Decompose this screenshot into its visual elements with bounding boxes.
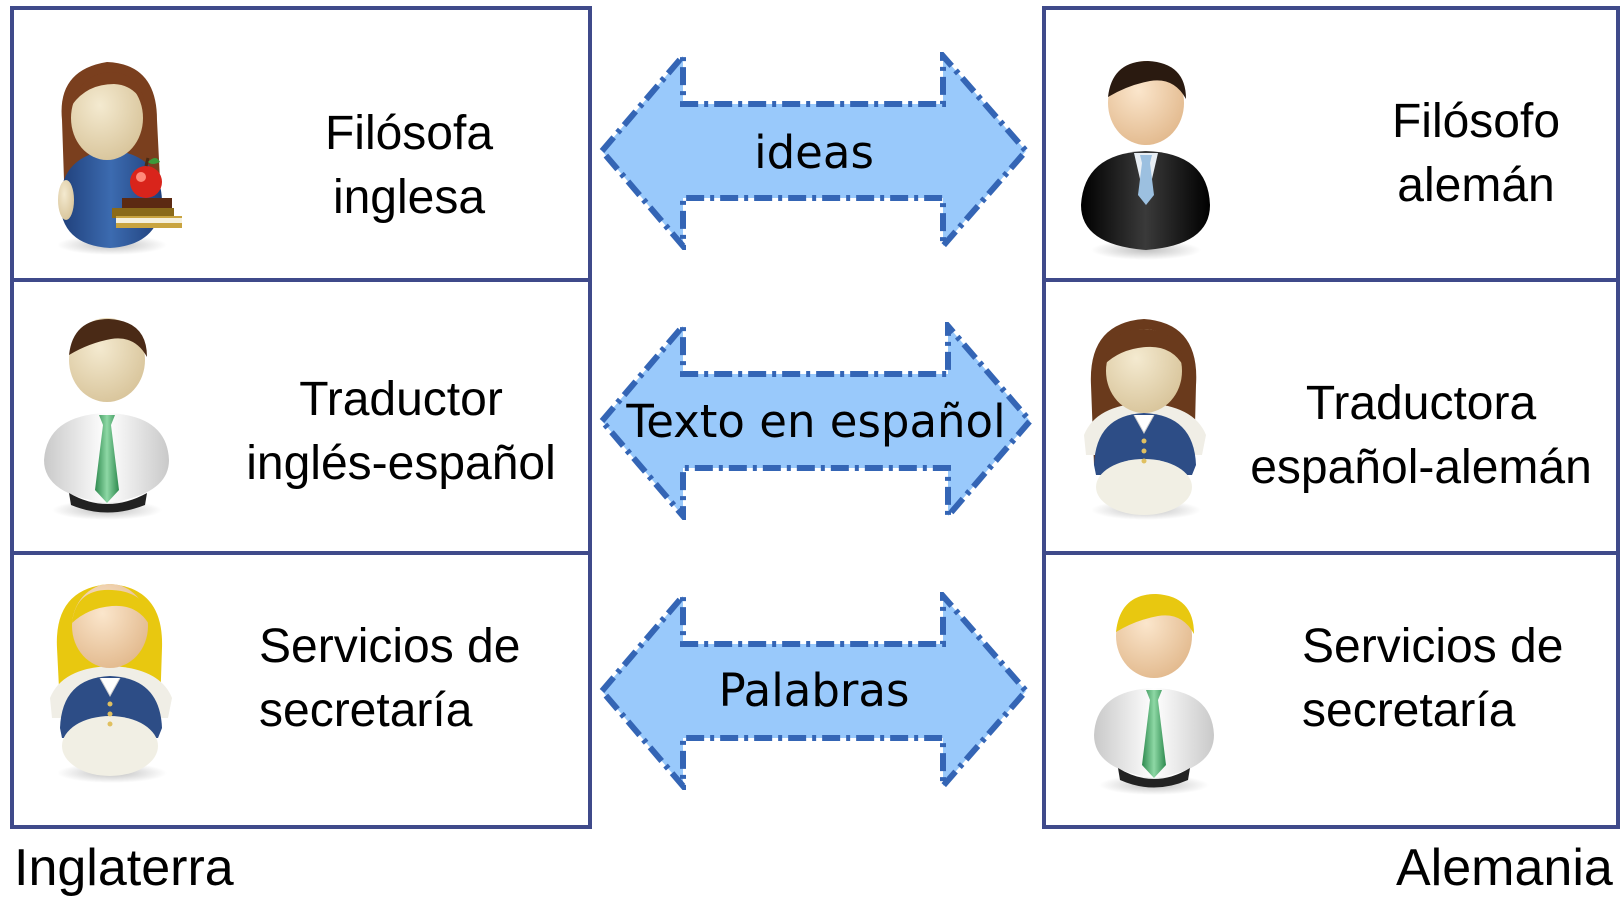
blonde-man-green-tie-icon	[1094, 594, 1214, 795]
arrow-1-label: ideas	[754, 126, 874, 179]
left-divider-1	[14, 278, 588, 282]
left-row-3-label: Servicios de secretaría	[259, 615, 579, 743]
right-row-1-line-2: alemán	[1397, 159, 1555, 212]
left-country-label: Inglaterra	[14, 839, 234, 897]
man-green-tie-icon	[44, 318, 169, 520]
right-row-2-line-2: español-alemán	[1250, 441, 1592, 494]
left-row-2-line-1: Traductor	[299, 373, 503, 426]
woman-with-apple-books-icon	[57, 62, 182, 255]
right-row-1-label: Filósofo alemán	[1356, 90, 1596, 218]
left-row-3-line-2: secretaría	[259, 684, 473, 737]
left-divider-2	[14, 551, 588, 555]
left-row-3-line-1: Servicios de	[259, 620, 521, 673]
double-arrow-1	[598, 52, 1030, 250]
left-row-1-line-1: Filósofa	[324, 107, 494, 160]
right-country-label: Alemania	[1396, 839, 1613, 897]
double-arrow-3	[598, 592, 1030, 790]
left-row-1-line-2: inglesa	[332, 171, 486, 224]
man-black-suit-icon	[1081, 61, 1210, 260]
double-arrow-2	[598, 322, 1034, 520]
right-row-3-label: Servicios de secretaría	[1302, 615, 1612, 743]
arrow-2-label: Texto en español	[626, 395, 1006, 448]
right-row-1-line-1: Filósofo	[1391, 95, 1561, 148]
right-row-2-label: Traductora español-alemán	[1226, 372, 1616, 500]
right-divider-2	[1046, 551, 1616, 555]
left-row-1-label: Filósofa inglesa	[304, 102, 514, 230]
blonde-woman-vest-icon	[50, 584, 172, 783]
left-row-2-line-2: inglés-español	[246, 437, 556, 490]
right-divider-1	[1046, 278, 1616, 282]
left-row-2-label: Traductor inglés-español	[226, 368, 576, 496]
left-panel: Filósofa inglesa Traductor inglés-españo…	[10, 6, 592, 829]
right-panel: Filósofo alemán Traductora español-alemá…	[1042, 6, 1620, 829]
right-row-3-line-1: Servicios de	[1302, 620, 1564, 673]
right-row-3-line-2: secretaría	[1302, 684, 1516, 737]
brunette-woman-vest-icon	[1084, 319, 1206, 520]
arrow-3-label: Palabras	[718, 664, 910, 717]
right-row-2-line-1: Traductora	[1305, 377, 1537, 430]
